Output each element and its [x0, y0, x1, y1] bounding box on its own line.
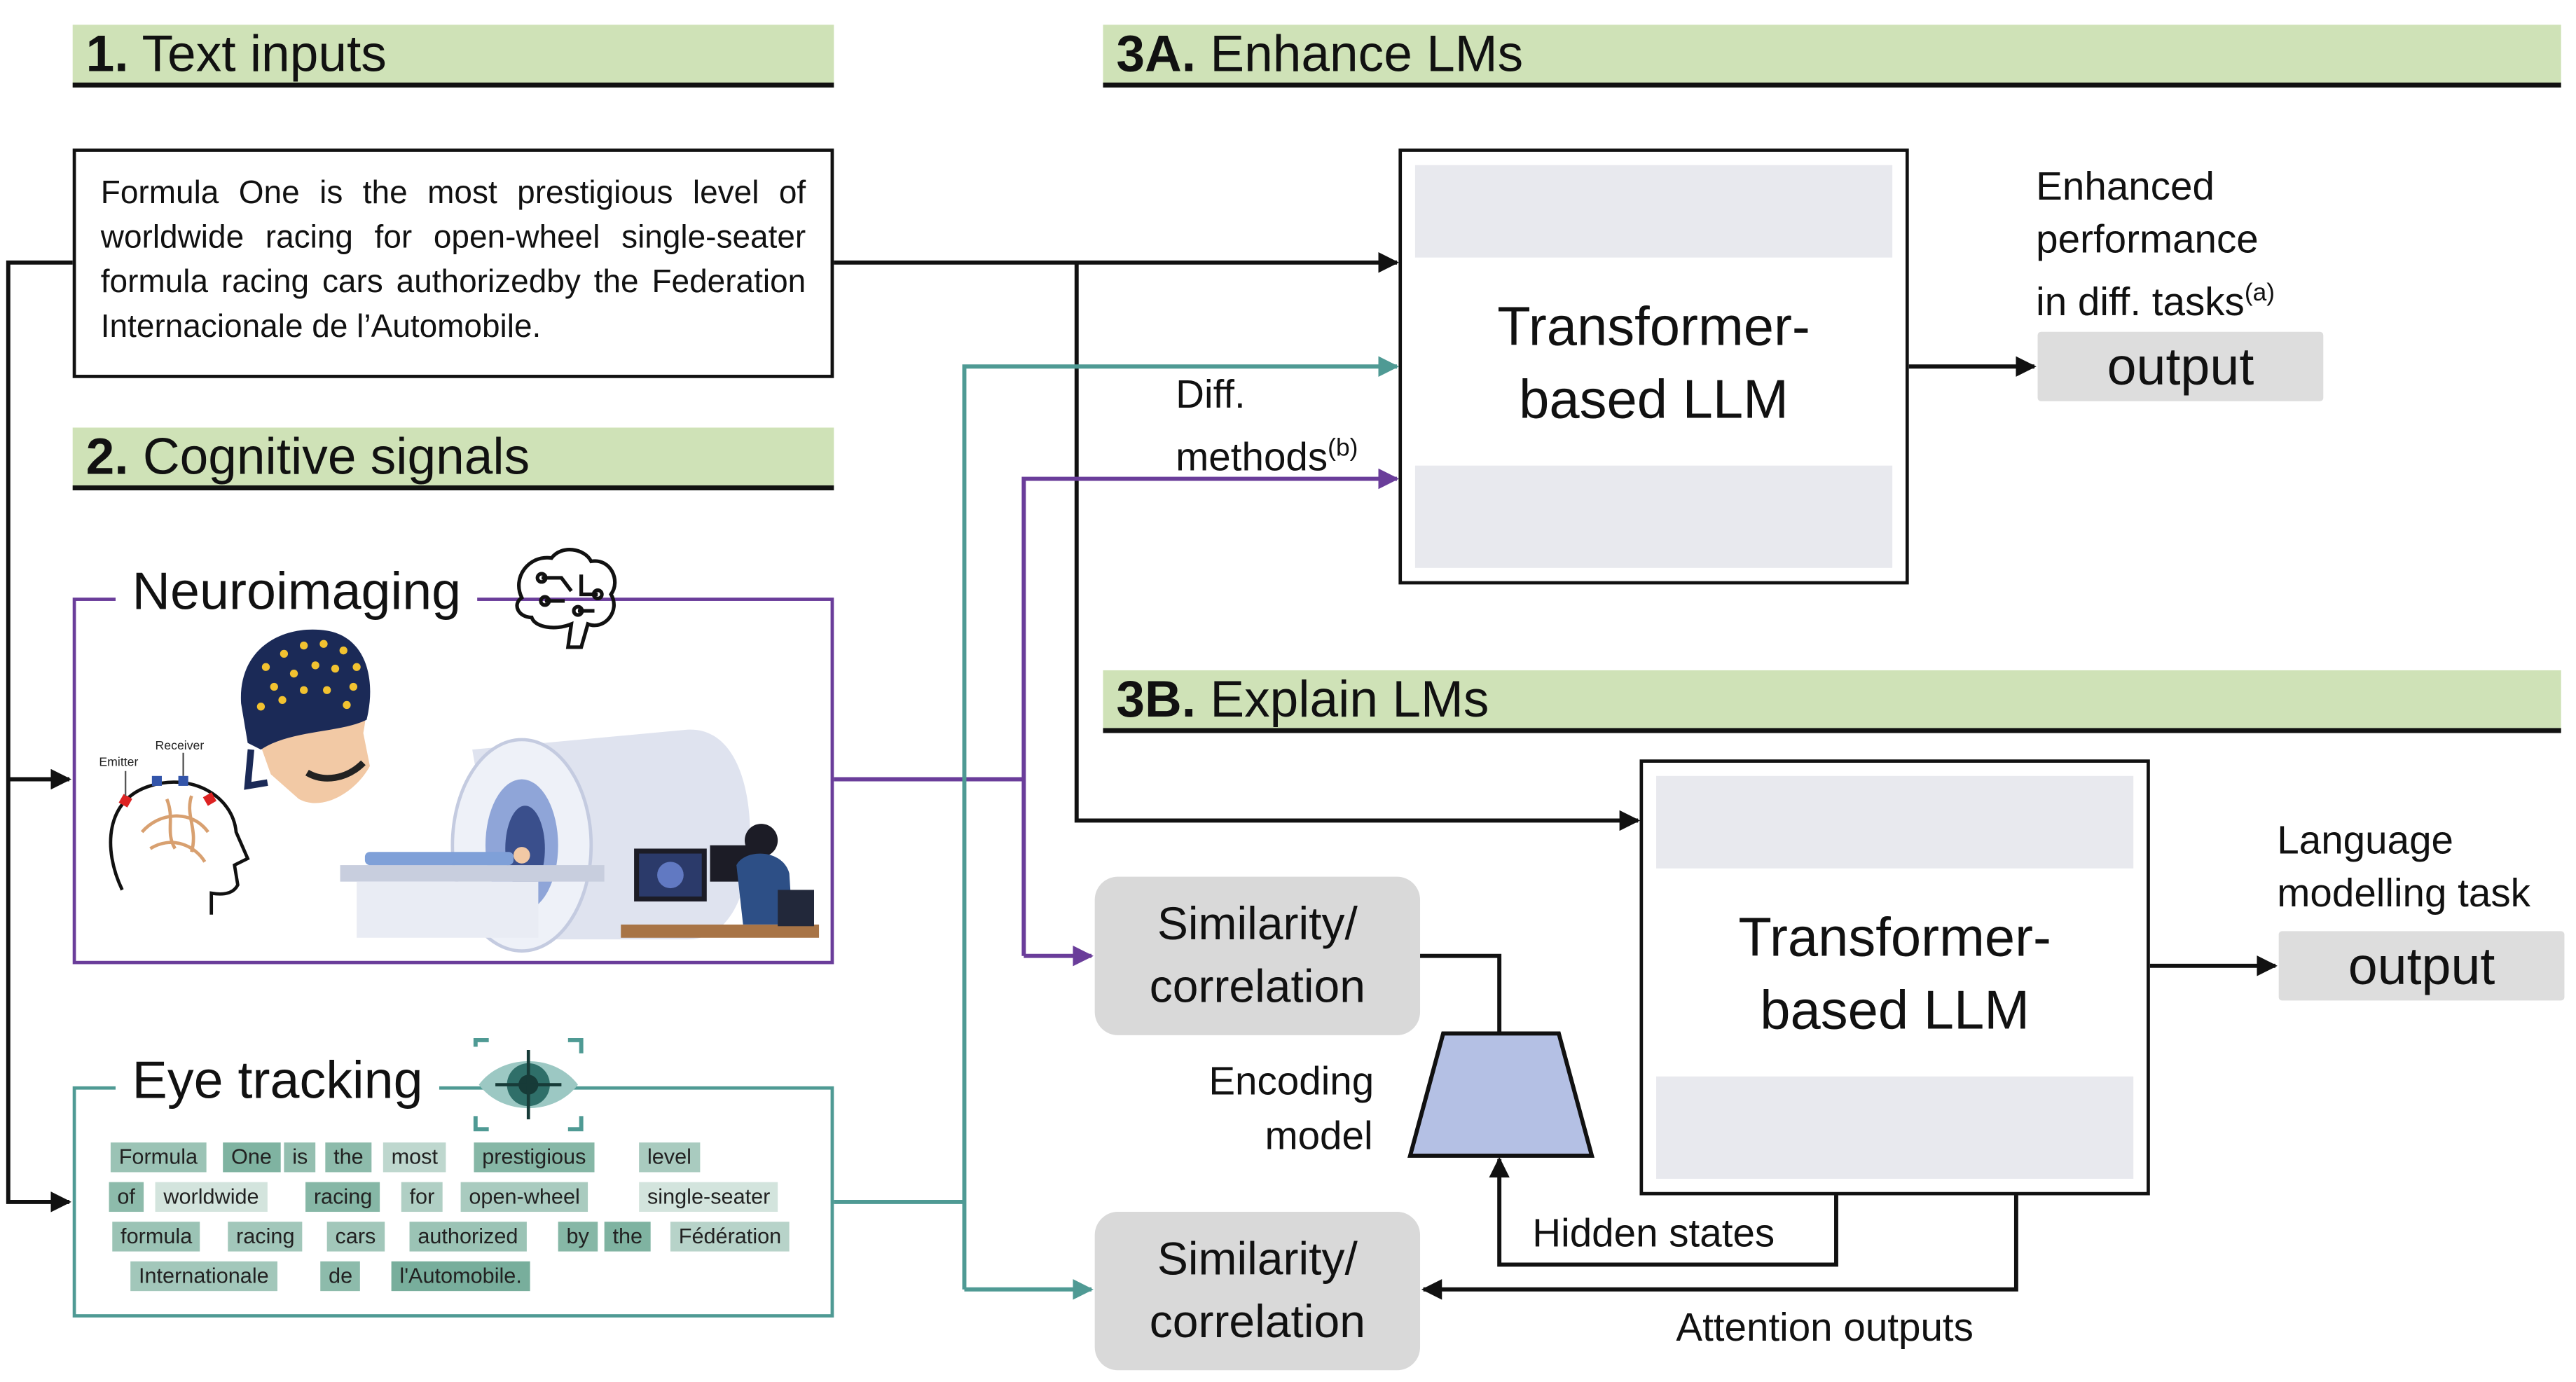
llm-top-layer [1414, 165, 1893, 258]
llm-box-explain: Transformer- based LLM [1639, 759, 2150, 1196]
diff-methods-text: methods [1176, 436, 1328, 481]
eye-tracking-word: racing [305, 1182, 381, 1212]
section-header-explain-lms: 3B. Explain LMs [1103, 670, 2561, 733]
diff-methods-line2: methods(b) [1176, 422, 1358, 485]
hidden-states-line [1489, 1156, 1838, 1267]
eye-tracking-word: authorized [409, 1222, 527, 1252]
brain-circuit-icon [515, 548, 617, 649]
control-room-icon [621, 824, 820, 938]
similarity-line1: Similarity/ [1157, 1233, 1358, 1285]
eeg-cap-head-icon [240, 629, 371, 803]
eye-to-llm-line [962, 356, 1399, 1290]
llm-bottom-layer [1656, 1076, 2134, 1179]
sensor-labels: Emitter Receiver [99, 738, 204, 769]
eye-tracking-word: of [109, 1182, 144, 1212]
text-input-paragraph: Formula One is the most prestigious leve… [100, 174, 806, 345]
eye-tracking-word: Formula [110, 1142, 206, 1173]
eye-tracking-word: the [604, 1222, 651, 1252]
emitter-label: Emitter [99, 755, 138, 769]
similarity-line2: correlation [1149, 960, 1365, 1012]
section-number: 3A. [1116, 25, 1197, 83]
footnote-b: (b) [1328, 434, 1358, 462]
neuroimaging-title-text: Neuroimaging [132, 561, 462, 621]
eye-tracking-word: racing [228, 1222, 303, 1252]
section-title: Cognitive signals [142, 427, 530, 485]
attention-outputs-label: Attention outputs [1676, 1306, 1974, 1351]
eye-tracking-word: l'Automobile. [391, 1261, 530, 1292]
eye-tracking-panel [72, 1086, 834, 1318]
emitter-receiver-sensors [118, 752, 216, 808]
eye-tracking-title-text: Eye tracking [132, 1050, 423, 1110]
eye-tracking-word: single-seater [639, 1182, 779, 1212]
receiver-label: Receiver [156, 738, 205, 752]
eye-tracking-word: by [558, 1222, 598, 1252]
section-title: Enhance LMs [1210, 25, 1524, 83]
eye-tracking-word: level [639, 1142, 700, 1173]
neuro-to-llm-line [1021, 468, 1399, 956]
enhanced-performance-line2: performance [2036, 218, 2259, 263]
llm-label-line1: Transformer- [1738, 906, 2051, 968]
footnote-a: (a) [2244, 279, 2275, 308]
section-header-enhance-lms: 3A. Enhance LMs [1103, 25, 2561, 88]
neuroimaging-panel: Emitter Receiver [72, 597, 834, 965]
eye-tracking-word: One [223, 1142, 280, 1173]
similarity-correlation-box-neuro: Similarity/ correlation [1094, 876, 1421, 1035]
llm-bottom-layer [1414, 465, 1893, 568]
diff-methods-line1: Diff. [1176, 373, 1246, 418]
attention-outputs-line [1421, 1195, 2018, 1300]
text-input-box: Formula One is the most prestigious leve… [72, 148, 834, 378]
eye-tracking-word: most [383, 1142, 446, 1173]
encoding-model-line2: model [1265, 1114, 1373, 1159]
eye-tracking-word: de [320, 1261, 361, 1292]
encoding-model-line1: Encoding [1208, 1060, 1375, 1105]
eye-target-icon [473, 1037, 584, 1132]
llm-label-line2: based LLM [1519, 368, 1789, 429]
enhanced-performance-line1: Enhanced [2036, 165, 2215, 210]
section-header-cognitive-signals: 2. Cognitive signals [72, 427, 834, 491]
neuroimaging-title: Neuroimaging [115, 561, 478, 623]
section-title: Text inputs [142, 25, 387, 83]
eye-tracking-word: formula [112, 1222, 201, 1252]
eye-tracking-word: prestigious [474, 1142, 595, 1173]
neuroimaging-illustration: Emitter Receiver [99, 629, 820, 953]
eye-tracking-word: worldwide [155, 1182, 268, 1212]
text-to-eye-tracking-line [6, 260, 73, 1212]
section-header-text-inputs: 1. Text inputs [72, 25, 834, 88]
eye-tracking-word: Fédération [670, 1222, 790, 1252]
enhanced-performance-text: in diff. tasks [2036, 280, 2245, 326]
eye-tracking-word: for [401, 1182, 443, 1212]
eye-tracking-word: the [325, 1142, 372, 1173]
text-to-llm-b-line [1074, 262, 1641, 831]
eye-tracking-word: open-wheel [460, 1182, 588, 1212]
section-title: Explain LMs [1210, 670, 1489, 728]
explain-output-box: output [2278, 931, 2565, 1001]
eye-tracking-word: is [284, 1142, 317, 1173]
similarity-line2: correlation [1149, 1296, 1365, 1348]
enhance-output-box: output [2037, 331, 2324, 401]
llm-box-enhance: Transformer- based LLM [1398, 148, 1909, 585]
section-number: 3B. [1116, 670, 1197, 728]
section-number: 2. [85, 427, 129, 485]
language-task-line2: modelling task [2277, 871, 2530, 917]
section-number: 1. [85, 25, 129, 83]
similarity-line1: Similarity/ [1157, 898, 1358, 950]
head-outline-icon [109, 780, 250, 915]
eye-tracking-word: cars [326, 1222, 385, 1252]
llm-top-layer [1656, 775, 2134, 869]
encoding-model-shape [1407, 1031, 1594, 1158]
encoder-to-similarity-line [1420, 953, 1502, 1034]
eye-tracking-word: Internationale [130, 1261, 277, 1292]
mri-scanner-icon [340, 729, 750, 953]
llm-label-line1: Transformer- [1497, 295, 1810, 357]
llm-label-line2: based LLM [1760, 979, 2030, 1040]
language-task-line1: Language [2277, 819, 2453, 864]
hidden-states-label: Hidden states [1532, 1212, 1775, 1257]
similarity-correlation-box-eye: Similarity/ correlation [1094, 1212, 1421, 1371]
enhanced-performance-line3: in diff. tasks(a) [2036, 268, 2275, 331]
eye-tracking-title: Eye tracking [115, 1050, 440, 1112]
